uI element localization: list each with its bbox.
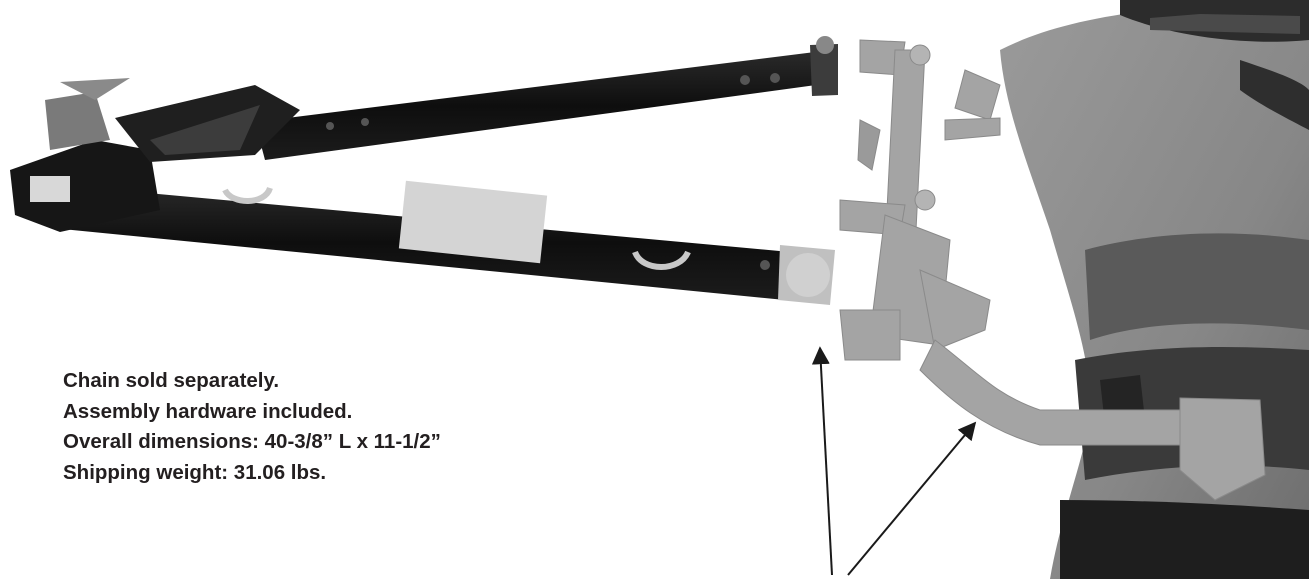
callout-arrow-icon [811,346,977,576]
vehicle-baseplate [839,39,1266,501]
dimensions-note: Overall dimensions: 40-3/8” L x 11-1/2” [63,430,441,453]
hardware-note: Assembly hardware included. [63,399,353,423]
product-notes: Chain sold separately. Assembly hardware… [63,366,441,488]
shipping-weight-note: Shipping weight: 31.06 lbs. [63,460,327,484]
tow-bar [10,36,838,305]
vehicle-front [1000,0,1309,579]
chain-note: Chain sold separately. [63,369,280,392]
